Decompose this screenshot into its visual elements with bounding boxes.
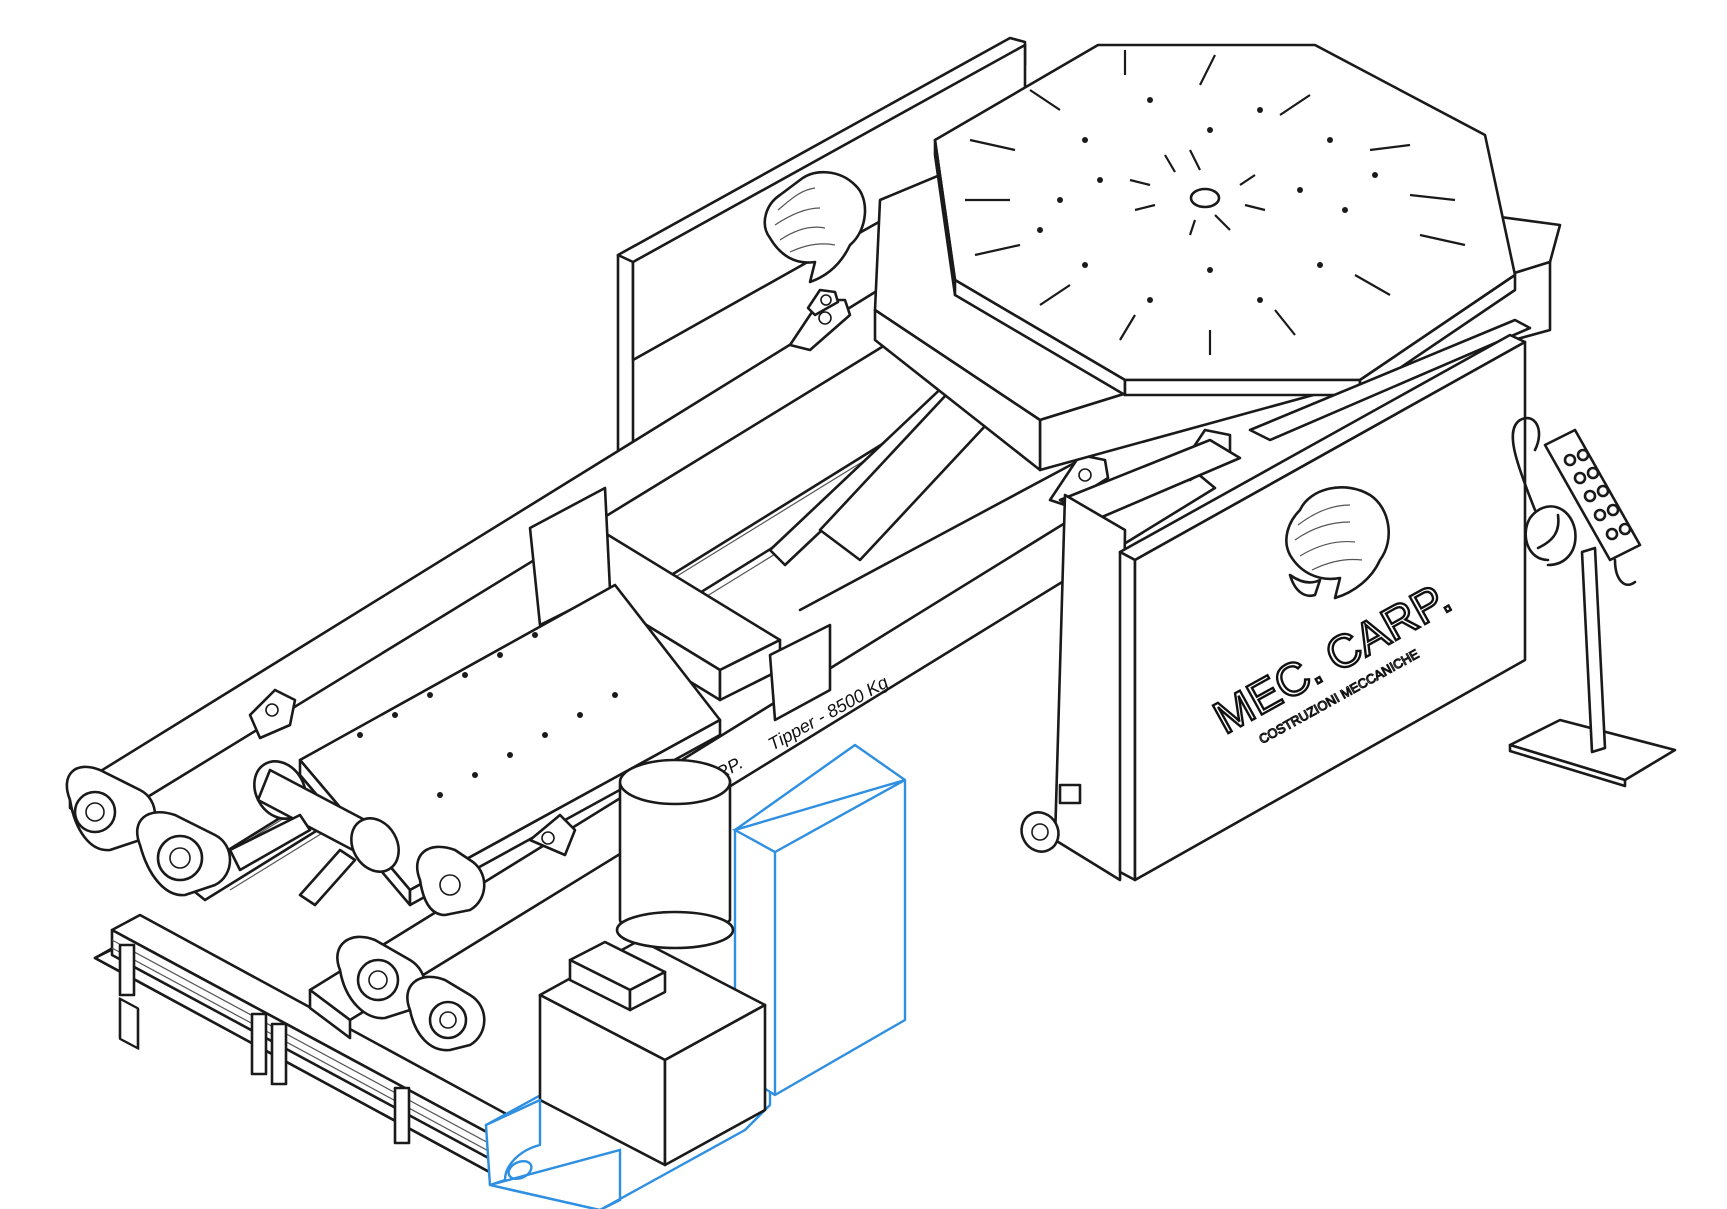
pivot-lug-right — [415, 845, 486, 917]
pivot-lug-mid — [135, 810, 232, 897]
hydraulic-power-pack — [484, 743, 907, 1209]
turntable — [933, 43, 1517, 397]
electric-motor — [615, 758, 735, 950]
lion-head-icon — [763, 170, 867, 317]
roller-upper — [253, 760, 400, 873]
scissor-brace — [768, 378, 1082, 612]
oil-tank — [538, 938, 767, 1167]
pivot-lug-front-b — [406, 975, 486, 1052]
turntable-slots — [965, 50, 1466, 355]
remote-control-pendant-icon — [1508, 416, 1677, 788]
column-lug — [1020, 783, 1082, 853]
front-pivot-assembly — [65, 688, 577, 1052]
turntable-holes — [1037, 97, 1378, 303]
lion-head-icon — [1285, 486, 1391, 600]
pivot-lug-front-a — [336, 935, 427, 1020]
front-plate: MEC. CARP. COSTRUZIONI MECCANICHE — [1118, 333, 1527, 882]
base-frame — [93, 913, 547, 1177]
turntable-inner-slots — [1129, 149, 1266, 236]
